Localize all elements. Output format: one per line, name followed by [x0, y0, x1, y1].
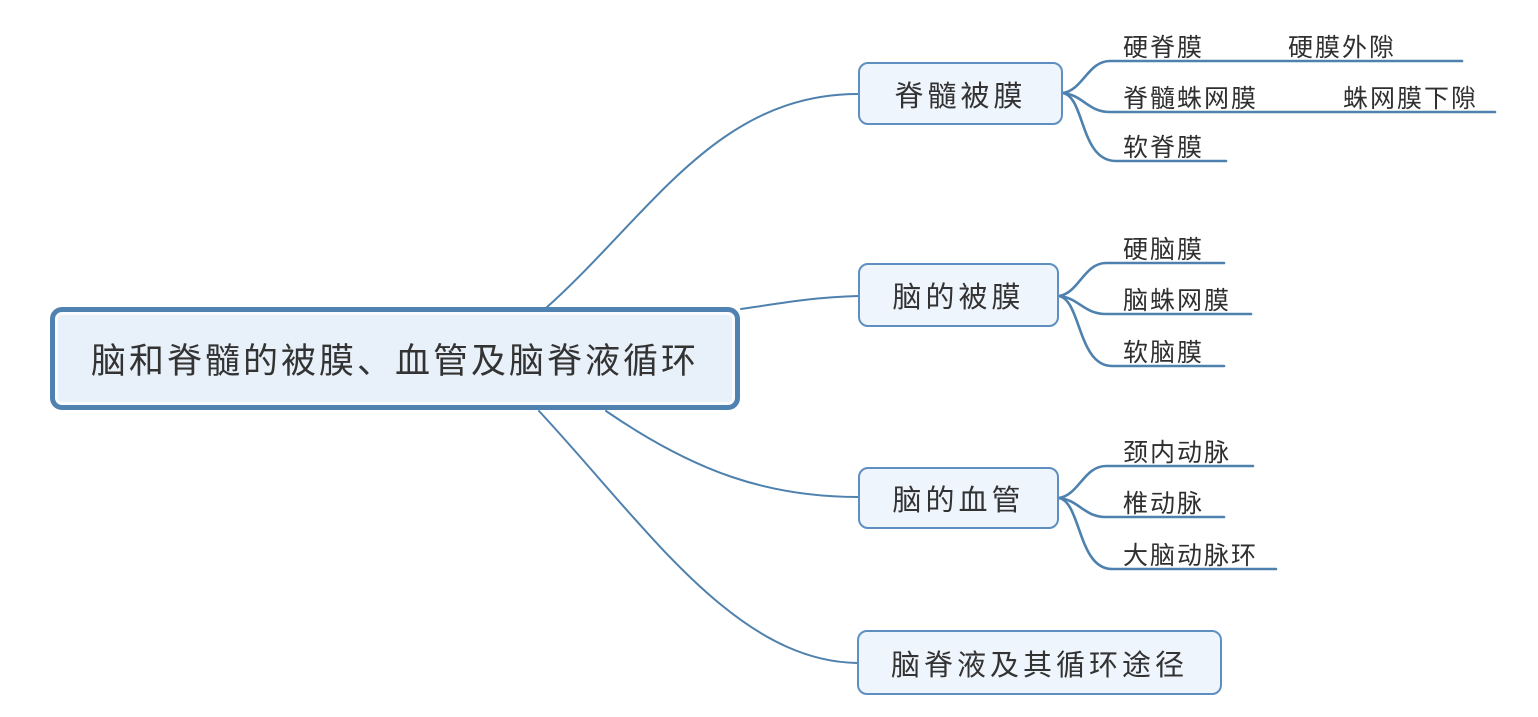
leaf-cerebral-arterial-circle[interactable]: 大脑动脉环	[1123, 543, 1259, 570]
leaf-dura-mater-spinalis[interactable]: 硬脊膜	[1123, 35, 1205, 62]
edge-root-to-spinal-meninges	[545, 93, 859, 309]
leaf-internal-carotid-artery[interactable]: 颈内动脉	[1123, 440, 1232, 467]
topic-brain-meninges[interactable]: 脑的被膜	[858, 263, 1059, 327]
leaf-cerebral-dura-mater[interactable]: 硬脑膜	[1123, 237, 1205, 264]
topic-csf-circulation[interactable]: 脑脊液及其循环途径	[857, 630, 1222, 695]
edge-root-to-csf	[538, 410, 858, 664]
topic-spinal-cord-meninges[interactable]: 脊髓被膜	[858, 62, 1063, 125]
topic-brain-vessels[interactable]: 脑的血管	[858, 467, 1059, 529]
edge-root-to-brain-vessels	[605, 410, 859, 498]
leaf-spinal-arachnoid[interactable]: 脊髓蛛网膜	[1123, 86, 1259, 113]
leaf-subarachnoid-space[interactable]: 蛛网膜下隙	[1343, 86, 1479, 113]
leaf-cerebral-pia-mater[interactable]: 软脑膜	[1123, 340, 1205, 367]
edge-root-to-brain-meninges	[740, 295, 859, 310]
leaf-vertebral-artery[interactable]: 椎动脉	[1123, 491, 1205, 518]
leaf-pia-mater-spinalis[interactable]: 软脊膜	[1123, 135, 1205, 162]
root-topic[interactable]: 脑和脊髓的被膜、血管及脑脊液循环	[50, 307, 740, 410]
leaf-cerebral-arachnoid[interactable]: 脑蛛网膜	[1123, 288, 1232, 315]
leaf-epidural-space[interactable]: 硬膜外隙	[1288, 35, 1397, 62]
